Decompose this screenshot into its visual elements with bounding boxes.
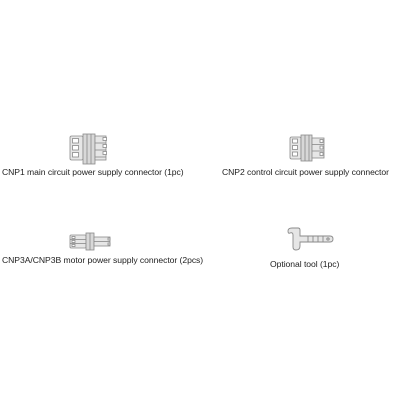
connector-3pin-large-icon: [69, 133, 107, 165]
caption-cnp1: CNP1 main circuit power supply connector…: [2, 167, 184, 177]
optional-tool-icon: [287, 227, 334, 251]
caption-cnp3: CNP3A/CNP3B motor power supply connector…: [2, 255, 204, 265]
caption-cnp2: CNP2 control circuit power supply connec…: [222, 167, 389, 177]
caption-tool: Optional tool (1pc): [270, 259, 340, 269]
connector-3pin-small-icon: [289, 134, 325, 162]
connector-motor-icon: [69, 232, 111, 251]
